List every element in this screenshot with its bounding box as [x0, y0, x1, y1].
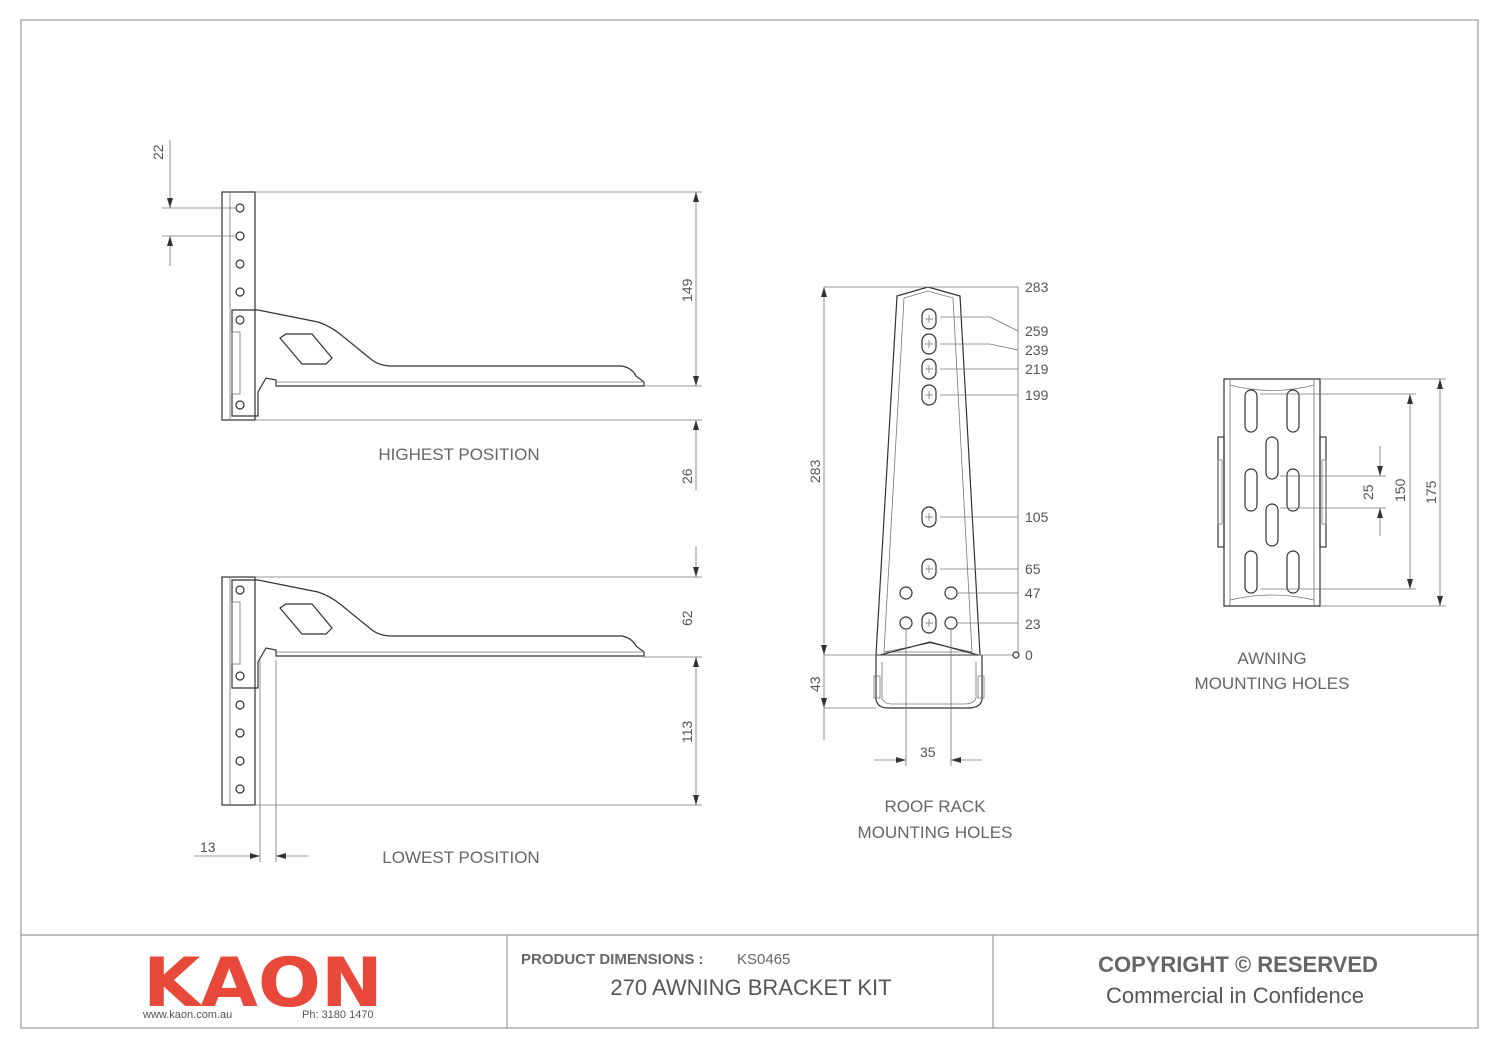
dim-47: 47 [1025, 585, 1041, 601]
dim-175: 175 [1423, 480, 1439, 504]
copyright-text: COPYRIGHT © RESERVED [1098, 952, 1378, 977]
website-text: www.kaon.com.au [142, 1009, 232, 1021]
awning-label-line2: MOUNTING HOLES [1195, 674, 1350, 693]
dim-150: 150 [1392, 478, 1408, 502]
lowest-position-label: LOWEST POSITION [382, 848, 539, 867]
highest-position-label: HIGHEST POSITION [378, 445, 539, 464]
dim-113: 113 [679, 720, 695, 743]
kaon-logo: KAON [143, 944, 383, 1023]
dim-13: 13 [200, 839, 216, 855]
awning-label-line1: AWNING [1237, 649, 1306, 668]
dim-23: 23 [1025, 616, 1041, 632]
dim-105: 105 [1025, 509, 1049, 525]
dim-35: 35 [920, 744, 936, 760]
highest-position-view [162, 140, 702, 490]
product-code: KS0465 [737, 951, 790, 968]
dim-25: 25 [1360, 484, 1376, 500]
dim-239: 239 [1025, 342, 1049, 358]
dim-149: 149 [679, 278, 695, 302]
roof-rack-label-line1: ROOF RACK [884, 797, 986, 816]
product-dimensions-heading: PRODUCT DIMENSIONS : [521, 951, 704, 968]
dim-0: 0 [1025, 647, 1033, 663]
dim-26: 26 [679, 468, 695, 484]
dim-219: 219 [1025, 361, 1049, 377]
dim-43: 43 [807, 676, 823, 692]
dim-259: 259 [1025, 323, 1049, 339]
roof-rack-label-line2: MOUNTING HOLES [858, 823, 1013, 842]
dim-62: 62 [679, 610, 695, 626]
lowest-position-view [194, 546, 702, 862]
product-name: 270 AWNING BRACKET KIT [610, 975, 891, 1000]
awning-view [1217, 378, 1446, 607]
dim-22: 22 [150, 144, 166, 160]
dim-65: 65 [1025, 561, 1041, 577]
phone-text: Ph: 3180 1470 [302, 1009, 374, 1021]
dim-199: 199 [1025, 387, 1049, 403]
roof-rack-view [821, 286, 1020, 766]
title-block-frame [21, 934, 1478, 1028]
dim-283-overall: 283 [807, 459, 823, 483]
dim-283: 283 [1025, 279, 1049, 295]
sheet-border [20, 19, 1479, 1029]
confidentiality-text: Commercial in Confidence [1106, 983, 1364, 1008]
